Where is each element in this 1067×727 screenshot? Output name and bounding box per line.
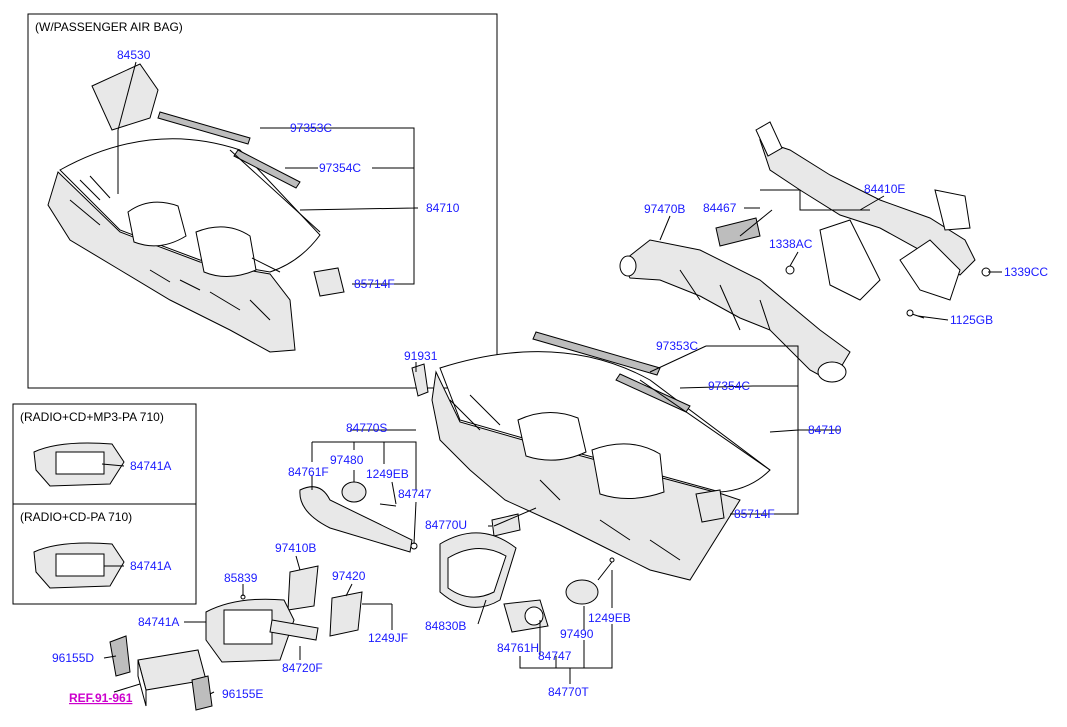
cowl-cross-bar-84410e <box>715 121 991 319</box>
label-85839: 85839 <box>224 571 258 585</box>
label-84710: 84710 <box>808 423 842 437</box>
switch-97480 <box>341 481 367 503</box>
center-opening <box>195 226 257 277</box>
label-97354c-top: 97354C <box>319 161 361 175</box>
crash-pad-top <box>59 138 321 273</box>
vent-97410b <box>287 565 319 611</box>
main-dashboard-assembly <box>411 331 771 581</box>
airbag-variant-box <box>27 13 498 389</box>
label-84741a-mp3: 84741A <box>130 459 171 473</box>
label-97470b: 97470B <box>644 202 685 216</box>
label-84830b: 84830B <box>425 619 466 633</box>
bracket-84467 <box>715 217 761 247</box>
label-1338ac: 1338AC <box>769 237 813 251</box>
cluster-opening <box>127 201 187 247</box>
label-84720f: 84720F <box>282 661 323 675</box>
label-84770s: 84770S <box>346 421 387 435</box>
label-97353c-top: 97353C <box>290 121 332 135</box>
label-84747-b: 84747 <box>538 649 572 663</box>
main-cluster-opening <box>517 412 587 461</box>
radio-cd-title: (RADIO+CD-PA 710) <box>20 510 132 524</box>
radio-cd-box <box>12 503 197 605</box>
radio-faceplate-cd <box>33 542 125 589</box>
bracket-96155d <box>109 635 131 677</box>
label-1249eb-b: 1249EB <box>588 611 631 625</box>
label-97480: 97480 <box>330 453 364 467</box>
label-84761f: 84761F <box>288 465 329 479</box>
bracket-96155e <box>191 675 213 711</box>
label-84467: 84467 <box>703 201 737 215</box>
bracket-91931 <box>411 363 429 397</box>
label-1339cc: 1339CC <box>1004 265 1048 279</box>
label-1249eb-a: 1249EB <box>366 467 409 481</box>
label-91931: 91931 <box>404 349 438 363</box>
airbag-variant-title: (W/PASSENGER AIR BAG) <box>35 20 183 34</box>
nut-1338ac <box>785 265 795 275</box>
label-1249jf: 1249JF <box>368 631 408 645</box>
vent-97420 <box>329 591 363 637</box>
garnish-strip-97353c <box>532 331 661 376</box>
label-97490: 97490 <box>560 627 594 641</box>
radio-mp3-title: (RADIO+CD+MP3-PA 710) <box>20 410 164 424</box>
part-labels: 84530 97353C 97354C 84710 85714F 97470B … <box>52 48 1048 705</box>
side-vent-85714f <box>695 489 725 523</box>
label-84741a: 84741A <box>138 615 179 629</box>
label-84530: 84530 <box>117 48 151 62</box>
label-84770t: 84770T <box>548 685 589 699</box>
label-84710-top: 84710 <box>426 201 460 215</box>
label-1125gb: 1125GB <box>950 313 993 327</box>
garnish-strip-97353c-top <box>157 111 251 145</box>
ref-link[interactable]: REF.91-961 <box>69 691 133 705</box>
side-vent-85714f-top <box>313 267 345 297</box>
label-97420: 97420 <box>332 569 366 583</box>
label-97410b: 97410B <box>275 541 316 555</box>
label-96155e: 96155E <box>222 687 263 701</box>
garnish-strip-97354c-top <box>233 149 301 189</box>
leader-lines <box>101 61 1002 695</box>
label-97353c: 97353C <box>656 339 698 353</box>
label-84770u: 84770U <box>425 518 467 532</box>
label-96155d: 96155D <box>52 651 94 665</box>
label-84410e: 84410E <box>864 182 905 196</box>
label-84747-a: 84747 <box>398 487 432 501</box>
label-85714f: 85714F <box>734 507 775 521</box>
main-crash-pad-top <box>439 351 771 493</box>
center-lower-parts <box>439 513 615 633</box>
crash-pad-lower <box>47 171 296 353</box>
panel-84720f <box>269 619 319 641</box>
label-97354c: 97354C <box>708 379 750 393</box>
lower-left-parts <box>109 481 418 711</box>
label-84741a-cd: 84741A <box>130 559 171 573</box>
main-center-opening <box>591 443 665 500</box>
air-duct-97470b <box>619 239 851 383</box>
radio-faceplate-mp3 <box>33 442 125 487</box>
switch-97490 <box>565 579 599 605</box>
label-85714f-top: 85714F <box>354 277 395 291</box>
panel-84770u <box>491 513 521 537</box>
airbag-dashboard-assembly <box>47 63 345 353</box>
airbag-door-part <box>91 63 159 131</box>
label-84761h: 84761H <box>497 641 539 655</box>
